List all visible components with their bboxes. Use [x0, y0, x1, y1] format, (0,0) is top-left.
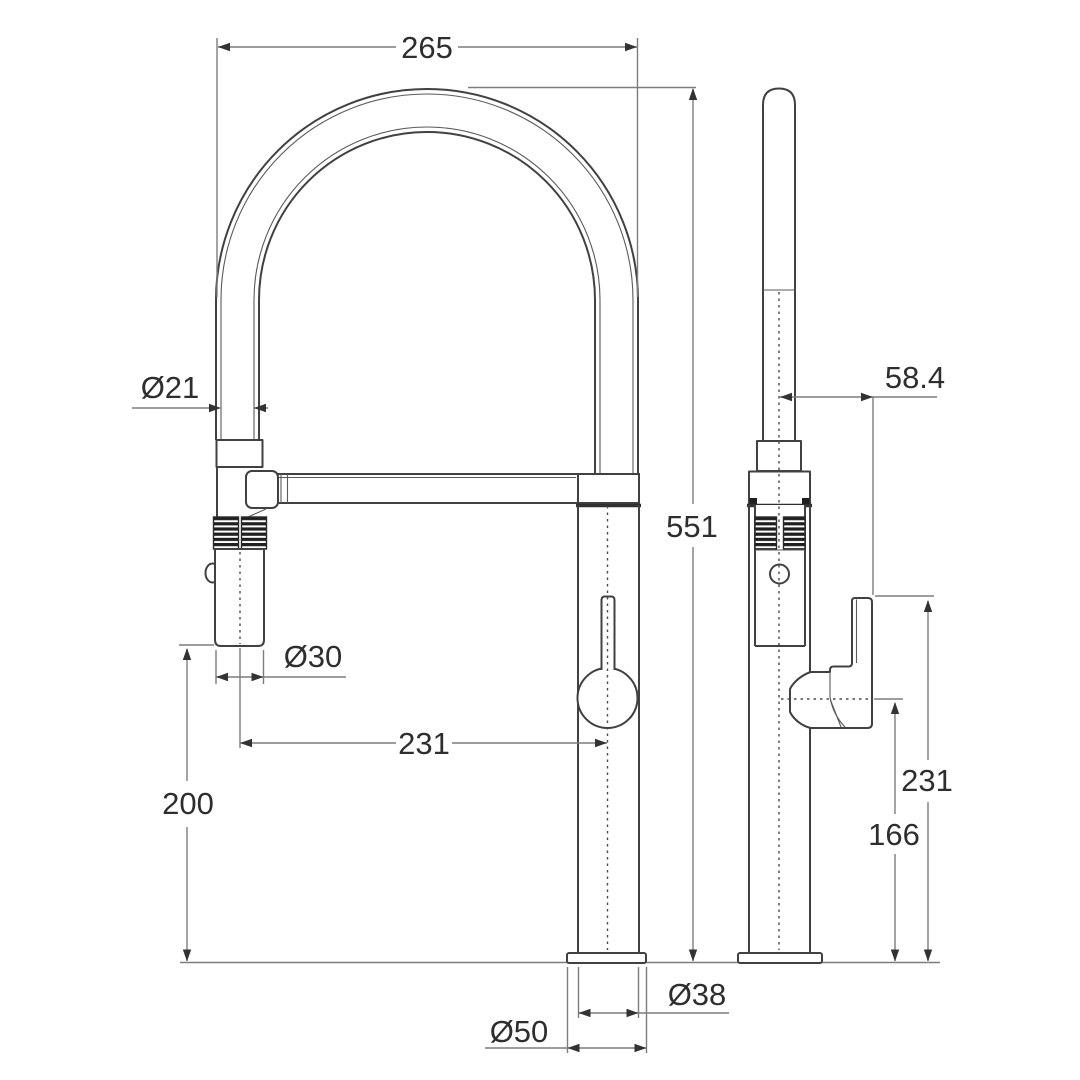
arrowhead-left — [780, 392, 792, 402]
dim-body-diameter-label: Ø38 — [668, 977, 727, 1012]
dim-spout-reach: 231 — [239, 648, 607, 761]
grip-band-side-left — [754, 516, 778, 550]
grip-band-right — [240, 516, 268, 550]
dim-handle-offset: 58.4 — [780, 360, 945, 595]
dim-body-diameter: Ø38 — [577, 967, 729, 1018]
arrowhead-right — [861, 392, 873, 402]
extension-lines — [215, 650, 265, 684]
connector-diagonal — [247, 508, 267, 518]
front-view — [204, 88, 647, 964]
arrowhead-right — [625, 42, 637, 52]
arch-outer-inner-arc — [220, 93, 634, 301]
extension-lines — [577, 967, 640, 1018]
arrowhead-down — [923, 949, 933, 962]
hose-collar — [215, 439, 264, 468]
base-flange-side — [737, 952, 823, 964]
dim-base-diameter: Ø50 — [485, 967, 648, 1053]
grip-band-left — [212, 516, 240, 550]
arrowhead-up — [890, 702, 900, 714]
arrowhead-up — [688, 88, 698, 100]
spout-arm — [277, 473, 641, 508]
collar-mark-right — [802, 498, 810, 505]
arrowhead-down — [890, 949, 900, 962]
dim-spray-clearance: 200 — [162, 644, 214, 962]
body-column-front — [566, 505, 647, 964]
swivel-connector — [245, 470, 289, 518]
arrowhead-right — [634, 1043, 647, 1053]
handle-diagonal — [829, 699, 842, 728]
arch-left-leg-detail — [220, 300, 255, 440]
spout-arch — [215, 88, 639, 473]
arrowhead-up — [923, 600, 933, 612]
arrowhead-down — [182, 949, 192, 962]
dim-overall-height-label: 551 — [666, 509, 718, 544]
base-flange-front — [566, 952, 647, 964]
handle-lever-front — [600, 595, 616, 670]
dim-handle-top-height-label: 231 — [901, 763, 953, 798]
handle-outline — [789, 597, 873, 729]
handle-side — [781, 597, 873, 729]
spray-head-front — [204, 467, 268, 647]
connector-body — [245, 470, 279, 509]
arrowhead-right — [251, 672, 264, 682]
side-view — [737, 87, 873, 964]
arrowhead-down — [688, 949, 698, 962]
grip-band-side-right — [782, 516, 806, 550]
collar-block — [215, 439, 264, 468]
dim-handle-top-height: 231 — [875, 595, 953, 962]
arrowhead-up — [182, 648, 192, 660]
side-tube — [762, 87, 796, 441]
dim-hose-diameter-label: Ø21 — [141, 370, 200, 405]
arch-left-leg — [215, 300, 260, 440]
dim-base-diameter-label: Ø50 — [490, 1014, 549, 1049]
arch-inner-outer-arc — [253, 126, 601, 301]
dim-overall-width: 265 — [216, 30, 639, 297]
dim-overall-width-label: 265 — [401, 30, 453, 65]
connector-detail-lines — [280, 474, 289, 503]
dim-handle-offset-label: 58.4 — [885, 360, 945, 395]
collar-mark-left — [749, 498, 757, 505]
arch-outer-arc — [215, 88, 639, 301]
arrowhead-left — [209, 403, 221, 413]
arrowhead-left — [240, 738, 252, 748]
arrowhead-right — [595, 738, 607, 748]
spray-head-side — [754, 505, 806, 647]
dim-handle-pivot-height: 166 — [868, 698, 920, 962]
arrowhead-left — [218, 42, 230, 52]
extension-lines — [216, 38, 639, 297]
arrowhead-right — [626, 1008, 639, 1018]
dim-handle-pivot-height-label: 166 — [868, 817, 920, 852]
arrowhead-right — [254, 403, 266, 413]
dimensions: 265 Ø21 551 58.4 Ø30 — [132, 30, 953, 1053]
arch-inner-arc — [258, 131, 596, 301]
dim-spray-clearance-label: 200 — [162, 786, 214, 821]
dim-spray-head-diameter-label: Ø30 — [284, 639, 343, 674]
dim-spray-head-diameter: Ø30 — [215, 639, 346, 684]
arrowhead-left — [216, 672, 228, 682]
arrowhead-left — [578, 1008, 591, 1018]
dim-hose-diameter: Ø21 — [132, 370, 268, 413]
extension-lines — [566, 967, 648, 1053]
arrowhead-left — [567, 1043, 580, 1053]
arch-right-leg — [594, 300, 639, 473]
dim-spout-reach-label: 231 — [398, 726, 450, 761]
dim-overall-height: 551 — [468, 86, 718, 962]
arch-right-leg-detail — [599, 300, 634, 473]
